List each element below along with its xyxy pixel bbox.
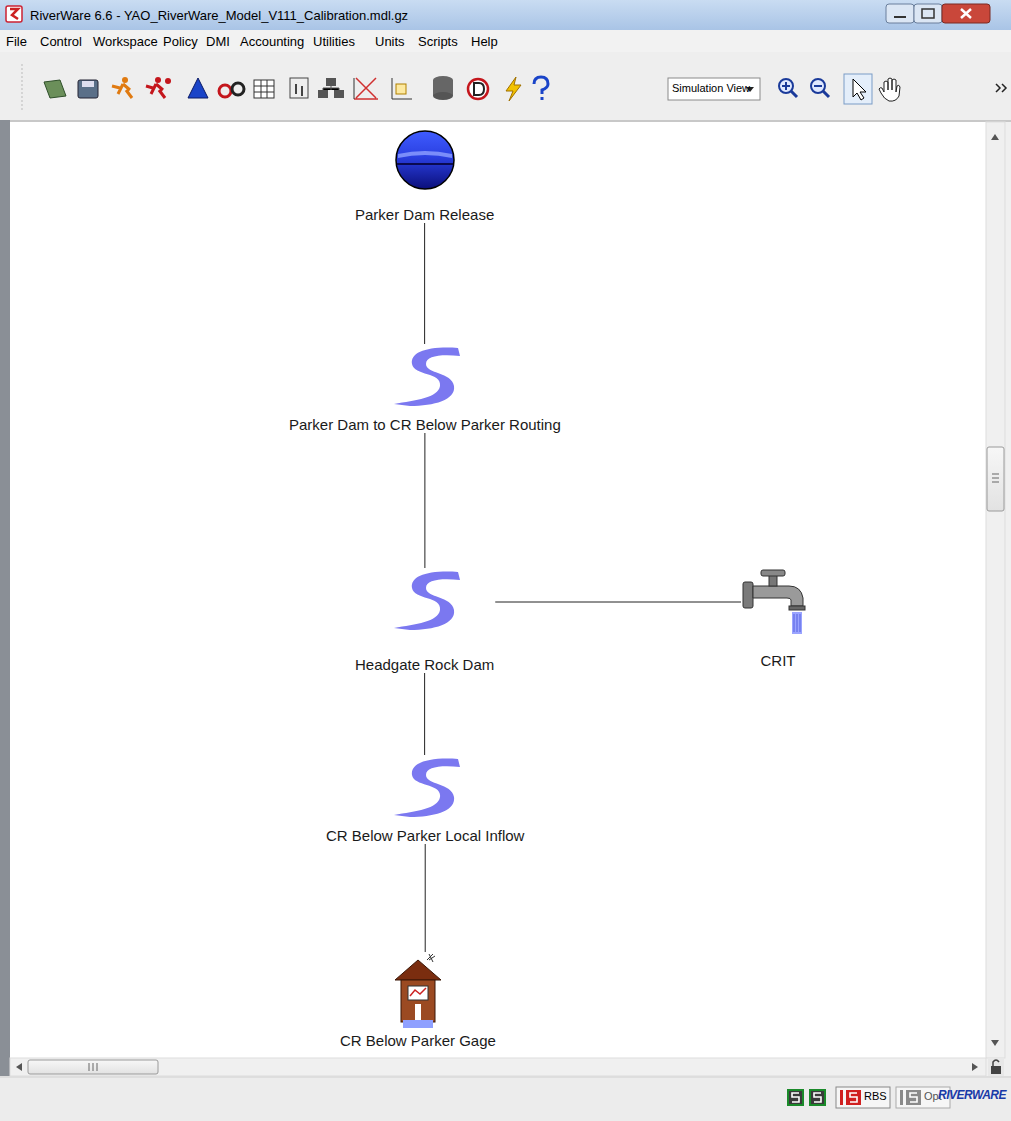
toolbar	[0, 52, 1011, 120]
status-label: RBS	[864, 1090, 887, 1102]
canvas-border	[10, 120, 1011, 122]
object-icon	[388, 344, 462, 408]
link-line	[425, 844, 426, 952]
canvas-ground	[10, 122, 986, 1058]
object-name: Headgate Rock Dam	[354, 656, 495, 673]
scroll-up-arrow	[991, 134, 999, 140]
app-icon-mark	[10, 9, 18, 19]
menu-item: Policy	[163, 34, 198, 49]
scroll-thumb-h	[28, 1060, 158, 1074]
stream-gage-object: CR Below Parker Gage	[339, 952, 497, 1049]
link-line	[495, 602, 741, 603]
object-name: CRIT	[760, 652, 797, 669]
reach-object: Parker Dam to CR Below Parker Routing	[288, 344, 562, 433]
scroll-thumb	[987, 447, 1004, 511]
object-name: CR Below Parker Local Inflow	[325, 827, 525, 844]
app-icon	[6, 6, 22, 22]
status-bar	[0, 1076, 1011, 1121]
water-user-object: CRIT	[741, 566, 815, 669]
object-name: Parker Dam to CR Below Parker Routing	[288, 416, 562, 433]
view-selector: Simulation View	[672, 82, 750, 94]
toolbar-grip	[22, 64, 23, 112]
logo-text: RIVERWARE	[938, 1088, 1006, 1102]
reservoir-object: Parker Dam Release	[354, 128, 495, 223]
title-bar	[0, 0, 1011, 30]
menu-item: Accounting	[240, 34, 304, 49]
status-icons	[788, 1087, 950, 1108]
object-name: Parker Dam Release	[354, 206, 495, 223]
menu-bar	[0, 30, 1011, 52]
window-title: RiverWare 6.6 - YAO_RiverWare_Model_V111…	[30, 8, 408, 23]
reach-object: Headgate Rock Dam	[354, 568, 495, 673]
menu-item: File	[6, 34, 27, 49]
toolbar-icons-right	[779, 74, 1006, 104]
menu-item: Help	[471, 34, 498, 49]
link-line	[424, 433, 425, 568]
vertical-scrollbar	[986, 122, 1005, 1058]
menu-item: DMI	[206, 34, 230, 49]
corner-lock	[988, 1058, 1004, 1076]
object-icon	[393, 952, 443, 1030]
view-dropdown	[668, 78, 760, 100]
window-controls	[886, 4, 990, 23]
menu-item: Control	[40, 34, 82, 49]
window-frame	[0, 120, 10, 1080]
menu-item: Utilities	[313, 34, 355, 49]
thumb-grip	[992, 474, 999, 482]
link-line	[424, 673, 425, 755]
scroll-down-arrow	[991, 1040, 999, 1046]
menu-item: Workspace	[93, 34, 158, 49]
object-icon	[741, 566, 815, 636]
object-icon	[388, 568, 462, 632]
scroll-left-arrow	[16, 1063, 22, 1071]
horizontal-scrollbar	[10, 1058, 986, 1076]
thumb-grip-h	[89, 1063, 97, 1071]
menu-item: Scripts	[418, 34, 458, 49]
object-icon	[393, 128, 457, 192]
link-line	[424, 223, 425, 344]
object-name: CR Below Parker Gage	[339, 1032, 497, 1049]
reach-object: CR Below Parker Local Inflow	[325, 755, 525, 844]
toolbar-icons	[44, 76, 548, 101]
menu-item: Units	[375, 34, 405, 49]
scroll-right-arrow	[972, 1063, 978, 1071]
object-icon	[388, 755, 462, 819]
